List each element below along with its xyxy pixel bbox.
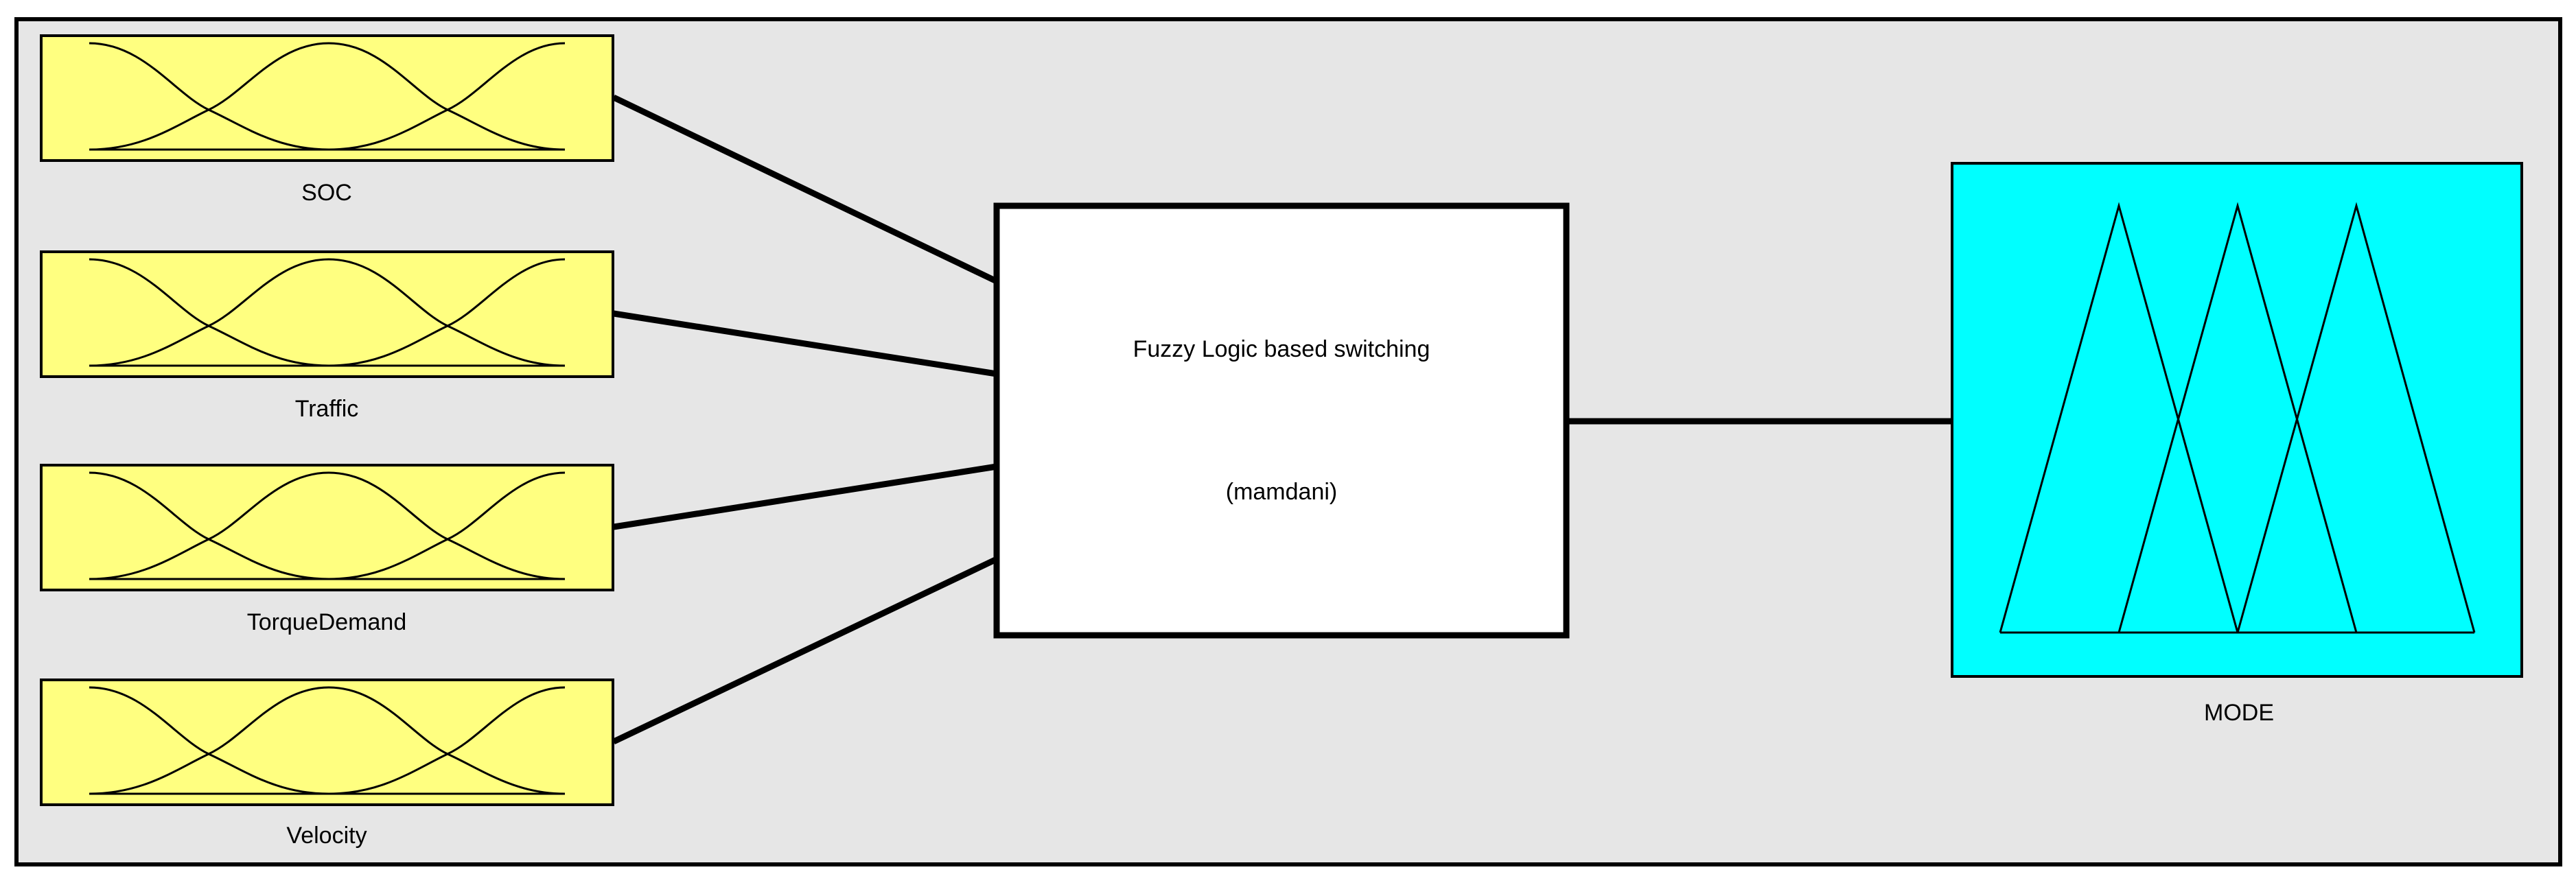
input-label-velocity: Velocity bbox=[286, 823, 367, 849]
membership-functions bbox=[89, 42, 566, 151]
membership-functions bbox=[89, 471, 566, 580]
connection-velocity bbox=[612, 556, 998, 745]
input-label-traffic: Traffic bbox=[295, 396, 359, 422]
connection-traffic bbox=[613, 310, 997, 377]
system-type: (mamdani) bbox=[1226, 479, 1337, 505]
input-block-torquedemand[interactable]: TorqueDemand bbox=[40, 464, 614, 635]
membership-functions bbox=[89, 686, 566, 795]
output-label-mode: MODE bbox=[2204, 700, 2274, 726]
membership-functions bbox=[89, 258, 566, 367]
input-block-velocity[interactable]: Velocity bbox=[40, 678, 614, 849]
connection-torquedemand bbox=[613, 463, 997, 530]
connections bbox=[612, 94, 1952, 745]
output-membership-functions bbox=[1999, 202, 2476, 634]
output-block-mode[interactable]: MODE bbox=[1951, 162, 2523, 726]
system-title: Fuzzy Logic based switching bbox=[1133, 336, 1430, 362]
fis-system-block[interactable]: Fuzzy Logic based switching (mamdani) bbox=[993, 202, 1570, 639]
input-label-soc: SOC bbox=[301, 180, 352, 206]
connection-soc bbox=[612, 94, 998, 285]
input-label-torquedemand: TorqueDemand bbox=[247, 609, 406, 635]
input-block-traffic[interactable]: Traffic bbox=[40, 250, 614, 422]
input-block-soc[interactable]: SOC bbox=[40, 34, 614, 206]
